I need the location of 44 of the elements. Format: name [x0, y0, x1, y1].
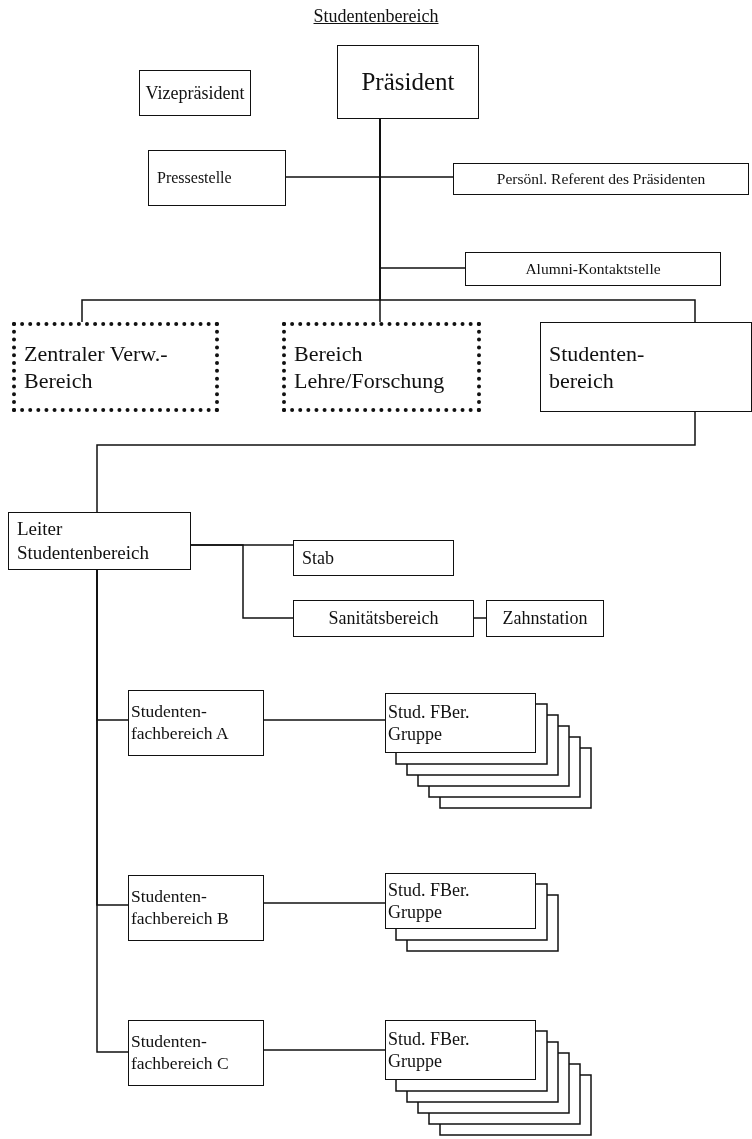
- box-label: Stud. FBer. Gruppe: [388, 1027, 471, 1073]
- org-box: [385, 873, 536, 929]
- org-box: [465, 252, 721, 286]
- org-box: [128, 690, 264, 756]
- box-label: Sanitätsbereich: [328, 607, 439, 630]
- box-label: Studenten- fachbereich C: [131, 1031, 230, 1075]
- org-box: [453, 163, 749, 195]
- diagram-title: Studentenbereich: [313, 6, 439, 26]
- org-box: [293, 540, 454, 576]
- box-label: Alumni-Kontaktstelle: [525, 259, 661, 279]
- connector-line: [263, 1049, 386, 1051]
- connector-line: [263, 719, 386, 721]
- org-box: [385, 1020, 536, 1080]
- box-label: Studenten- fachbereich A: [131, 701, 230, 745]
- org-box: [385, 693, 536, 753]
- connector-line: [473, 617, 487, 619]
- org-box: [486, 600, 604, 637]
- box-label: Stab: [302, 546, 334, 570]
- box-label: Stud. FBer. Gruppe: [388, 700, 471, 746]
- dotted-box: [282, 322, 481, 412]
- box-label: Studenten- fachbereich B: [131, 886, 230, 930]
- box-label: Leiter Studentenbereich: [17, 517, 150, 565]
- dotted-box: [12, 322, 219, 412]
- box-label: Vizepräsident: [145, 81, 245, 105]
- org-box: [293, 600, 474, 637]
- box-label: Präsident: [361, 67, 455, 98]
- connector-line: [263, 902, 386, 904]
- connector-line: [96, 411, 696, 513]
- box-label: Stud. FBer. Gruppe: [388, 878, 471, 924]
- org-box: [128, 875, 264, 941]
- org-box: [337, 45, 479, 119]
- org-box: [128, 1020, 264, 1086]
- box-label: Studenten- bereich: [549, 339, 646, 395]
- connector-line: [96, 569, 129, 1053]
- org-box: [148, 150, 286, 206]
- org-box: [139, 70, 251, 116]
- box-label: Zahnstation: [502, 607, 588, 630]
- box-label: Pressestelle: [157, 168, 232, 188]
- box-label: Bereich Lehre/Forschung: [294, 339, 446, 395]
- org-box: [540, 322, 752, 412]
- box-label: Zentraler Verw.-Bereich: [24, 339, 169, 395]
- connector-line: [190, 544, 294, 619]
- box-label: Persönl. Referent des Präsidenten: [496, 169, 706, 189]
- org-box: [8, 512, 191, 570]
